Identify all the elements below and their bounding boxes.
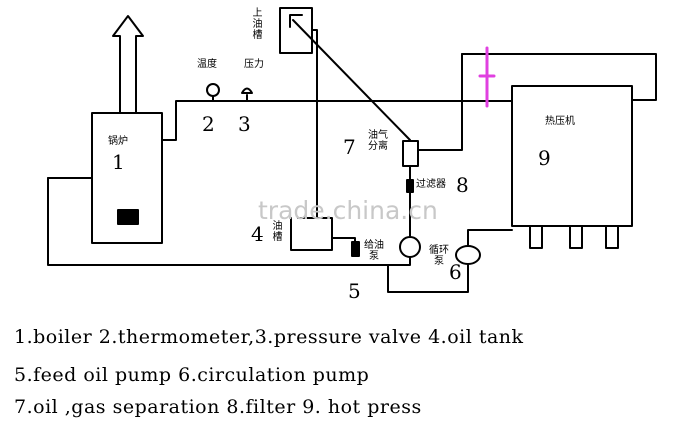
pump-loop: [387, 263, 469, 293]
circulation-pump-1: [399, 236, 421, 258]
label-5: 5: [348, 279, 361, 303]
hot-press-leg-3: [605, 225, 619, 249]
boiler-cn-label: 锅炉: [108, 136, 128, 147]
oil-tank: [297, 217, 333, 251]
label-1: 1: [112, 150, 125, 174]
label-6: 6: [449, 260, 462, 284]
watermark: trade.china.cn: [258, 196, 438, 225]
legend-line-3: 7.oil ,gas separation 8.filter 9. hot pr…: [14, 396, 422, 418]
thermometer-gauge: [206, 83, 220, 97]
upper-bypass-pipe: [461, 53, 657, 101]
upper-tank-line: [292, 19, 411, 141]
pressure-valve: [241, 87, 253, 94]
boiler-outlet-pipe: [161, 100, 479, 141]
upper-tank-drop: [311, 29, 318, 191]
oil-gas-separator: [402, 140, 419, 167]
label-7: 7: [343, 135, 356, 159]
legend-line-2: 5.feed oil pump 6.circulation pump: [14, 364, 370, 386]
label-9: 9: [538, 146, 551, 170]
filter-cn-label: 过滤器: [416, 179, 446, 190]
oil-tank-cn-label: 油槽: [272, 221, 283, 243]
separator-cn-label: 油气分离: [368, 130, 388, 152]
separator-return: [417, 53, 463, 151]
circulation-pump-cn-label: 循环泵: [429, 245, 449, 267]
pressure-cn-label: 压力: [244, 59, 264, 70]
chimney: [112, 15, 144, 114]
hot-press-leg-1: [529, 225, 543, 249]
label-4: 4: [251, 222, 264, 246]
hot-press-cn-label: 热压机: [545, 116, 575, 127]
return-line: [47, 177, 411, 266]
thermometer-cn-label: 温度: [197, 59, 217, 70]
hot-press-frame: [511, 85, 633, 227]
legend-line-1: 1.boiler 2.thermometer,3.pressure valve …: [14, 326, 524, 348]
boiler-door: [117, 209, 139, 225]
label-2: 2: [202, 112, 215, 136]
feed-pump: [351, 241, 360, 257]
hot-press-leg-2: [569, 225, 583, 249]
label-8: 8: [456, 173, 469, 197]
label-3: 3: [238, 112, 251, 136]
upper-tank-cn-label: 上油槽: [252, 8, 263, 41]
feed-pump-cn-label: 给油泵: [364, 240, 384, 262]
filter-element: [406, 179, 414, 193]
